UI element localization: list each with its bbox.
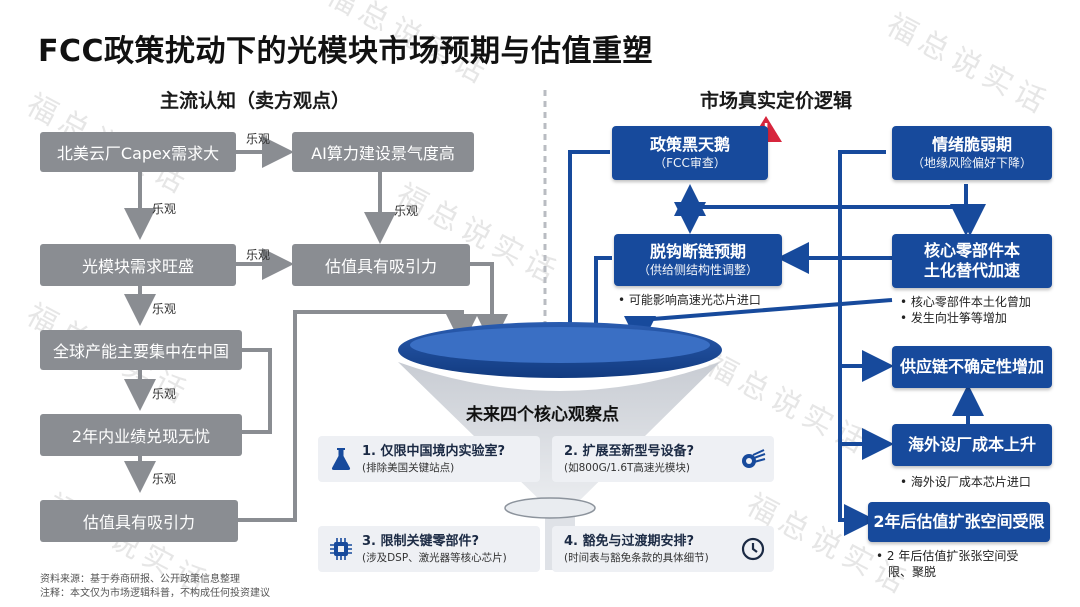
- valuation-bullet: 限、聚脱: [888, 565, 937, 579]
- box-capex: 北美云厂Capex需求大: [40, 132, 236, 172]
- box-valuation-mid: 估值具有吸引力: [292, 244, 470, 286]
- fiber-cable-icon: [742, 449, 766, 468]
- label-optimism: 乐观: [152, 472, 177, 486]
- left-heading: 主流认知（卖方观点）: [160, 90, 351, 112]
- label-optimism: 乐观: [394, 204, 419, 218]
- box-supply-chain: 供应链不确定性增加: [892, 346, 1052, 388]
- label-optimism: 乐观: [246, 132, 271, 146]
- page-title: FCC政策扰动下的光模块市场预期与估值重塑: [38, 34, 654, 69]
- footer-source: 资料来源：基于券商研报、公开政策信息整理: [40, 574, 240, 585]
- box-demand: 光模块需求旺盛: [40, 244, 236, 286]
- core-bullet: • 核心零部件本土化曾加: [900, 295, 1031, 309]
- box-overseas-cost: 海外设厂成本上升: [892, 424, 1052, 466]
- observation-card-4: 4. 豁免与过渡期安排? (时间表与豁免条款的具体细节): [552, 526, 774, 572]
- core-bullet: • 发生向壮筝等增加: [900, 311, 1007, 325]
- box-valuation-limit: 2年后估值扩张空间受限: [868, 502, 1050, 542]
- observation-card-3: 3. 限制关键零部件? (涉及DSP、激光器等核心芯片): [318, 526, 540, 572]
- box-core-components: 核心零部件本 土化替代加速: [892, 234, 1052, 288]
- label-optimism: 乐观: [152, 302, 177, 316]
- label-optimism: 乐观: [152, 387, 177, 401]
- footer-note: 注释：本文仅为市场逻辑科普，不构成任何投资建议: [40, 588, 270, 599]
- overseas-bullet: • 海外设厂成本芯片进口: [900, 475, 1031, 489]
- valuation-bullet: • 2 年后估值扩张张空间受: [876, 549, 1019, 563]
- clock-icon: [741, 537, 765, 561]
- funnel-title: 未来四个核心观察点: [466, 405, 619, 425]
- box-valuation-left: 估值具有吸引力: [40, 500, 238, 542]
- label-optimism: 乐观: [246, 248, 271, 262]
- funnel-mesh: [504, 497, 596, 519]
- observation-card-2: 2. 扩展至新型号设备? (如800G/1.6T高速光模块): [552, 436, 774, 482]
- decouple-bullet: • 可能影响高速光芯片进口: [618, 293, 761, 307]
- box-policy-black-swan: 政策黑天鹅 （FCC审查）: [612, 126, 768, 180]
- right-heading: 市场真实定价逻辑: [700, 90, 853, 112]
- box-decoupling: 脱钩断链预期 （供给侧结构性调整）: [614, 234, 782, 286]
- flask-icon: [331, 448, 351, 470]
- box-earnings: 2年内业绩兑现无忧: [40, 414, 242, 456]
- observation-card-1: 1. 仅限中国境内实验室? (排除美国关键站点): [318, 436, 540, 482]
- label-optimism: 乐观: [152, 202, 177, 216]
- box-sentiment: 情绪脆弱期 （地缘风险偏好下降）: [892, 126, 1052, 180]
- box-capacity: 全球产能主要集中在中国: [40, 330, 242, 370]
- chip-icon: [330, 538, 352, 560]
- box-ai-capex: AI算力建设景气度高: [292, 132, 474, 172]
